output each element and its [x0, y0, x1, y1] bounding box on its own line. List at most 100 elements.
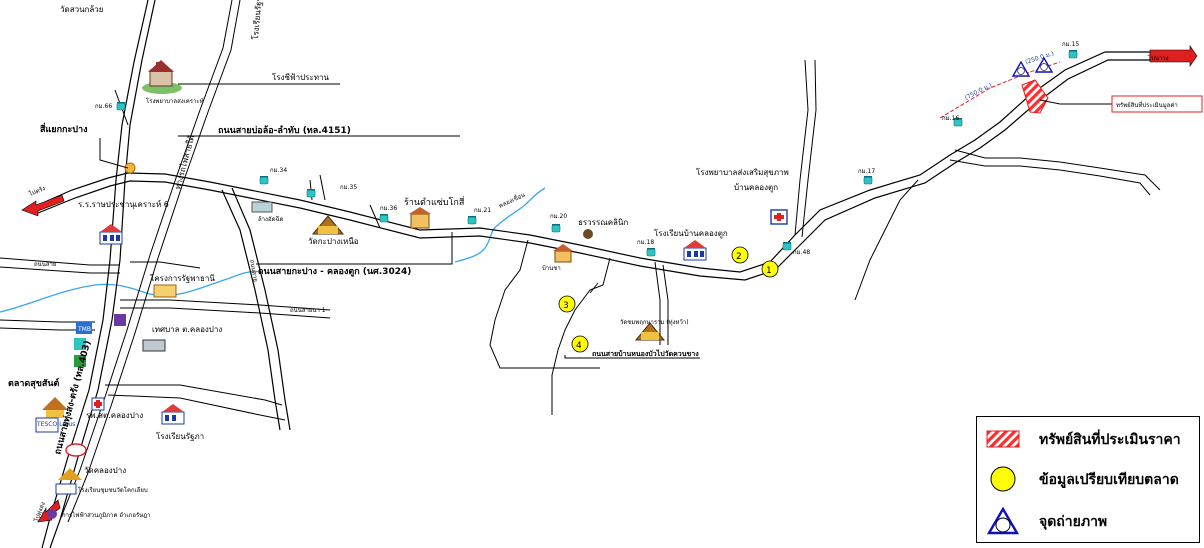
school-icon-bottom2: [55, 483, 77, 495]
svg-text:กม.48: กม.48: [793, 249, 810, 256]
svg-text:ตลาดสุขสันต์: ตลาดสุขสันต์: [8, 377, 60, 389]
legend-item-photo-point: จุดถ่ายภาพ: [977, 503, 1201, 539]
legend-label: ข้อมูลเปรียบเทียบตลาด: [1039, 472, 1179, 488]
tesco-icon: TESCO Lotus: [35, 417, 75, 433]
carwash-icon: [251, 201, 273, 213]
temple-icon-south: [634, 322, 666, 341]
arrow-west: [21, 194, 65, 217]
svg-text:วัดกะปางเหนือ: วัดกะปางเหนือ: [308, 237, 359, 246]
svg-text:กม.15: กม.15: [1062, 41, 1079, 48]
svg-text:TMB: TMB: [77, 326, 91, 333]
legend-label: จุดถ่ายภาพ: [1039, 514, 1108, 530]
hatched-property-icon: [986, 430, 1020, 448]
temple-icon-bottom: [58, 468, 82, 480]
svg-text:ถนนสายบ้านหนองบัวไปวัดควนขาง: ถนนสายบ้านหนองบัวไปวัดควนขาง: [592, 349, 699, 358]
svg-text:กม.18: กม.18: [637, 239, 654, 246]
svg-text:กม.20: กม.20: [550, 213, 567, 220]
svg-text:2: 2: [736, 252, 742, 262]
photo-points: [1011, 56, 1054, 77]
rivers: [0, 187, 546, 313]
svg-text:กม.34: กม.34: [270, 167, 287, 174]
landmarks: TMB TESCO Lotus: [35, 60, 788, 519]
railway: [59, 0, 241, 523]
toyota-icon: [65, 443, 87, 457]
svg-text:ถนนสาย: ถนนสาย: [34, 261, 56, 268]
svg-text:TESCO Lotus: TESCO Lotus: [36, 421, 75, 428]
photo-point-1: [1011, 60, 1031, 77]
svg-text:โรงพยาบาลส่งเสริมสุขภาพ: โรงพยาบาลส่งเสริมสุขภาพ: [696, 167, 789, 177]
legend-item-comparable: ข้อมูลเปรียบเทียบตลาด: [977, 461, 1201, 497]
svg-text:ถนนสายบ่อล้อ-ลำทับ (ทล.4151): ถนนสายบ่อล้อ-ลำทับ (ทล.4151): [218, 125, 351, 136]
svg-text:กม.36: กม.36: [380, 205, 397, 212]
svg-text:ร.ร.ราษประชานุเคราะห์ 6: ร.ร.ราษประชานุเคราะห์ 6: [78, 199, 169, 209]
comparable-4: 4: [571, 335, 589, 353]
svg-text:วัดสวนกล้วย: วัดสวนกล้วย: [60, 5, 103, 14]
svg-text:โรงชีฟ้าประทาน: โรงชีฟ้าประทาน: [272, 72, 330, 82]
svg-text:ล้างอัดฉีด: ล้างอัดฉีด: [258, 215, 284, 223]
river-left: [0, 270, 263, 313]
svg-text:โรงเรียนรัฐภา: โรงเรียนรัฐภา: [156, 431, 204, 441]
svg-text:ร้านตำแซ่บโกสี่: ร้านตำแซ่บโกสี่: [404, 195, 465, 208]
atm-icon: [74, 338, 86, 367]
house-icon: [553, 244, 573, 263]
svg-text:โรงเรียนบ้านคลองตูก: โรงเรียนบ้านคลองตูก: [654, 228, 728, 239]
svg-text:1: 1: [766, 266, 772, 276]
hospital-left-icon: [91, 397, 105, 411]
svg-text:(750.0 ม.): (750.0 ม.): [964, 82, 993, 102]
comparable-1: 1: [761, 260, 779, 278]
svg-text:4: 4: [576, 341, 582, 351]
svg-text:กม.21: กม.21: [474, 207, 491, 214]
svg-text:โรงเรียนชุมชนวัดโคกเลียบ: โรงเรียนชุมชนวัดโคกเลียบ: [78, 486, 148, 494]
school-icon-khlongtuk: [683, 240, 707, 261]
svg-text:บ้านคลองตูก: บ้านคลองตูก: [734, 183, 778, 193]
svg-text:ถนนสายกะปาง - คลองตูก (นศ.3024: ถนนสายกะปาง - คลองตูก (นศ.3024): [258, 266, 411, 277]
photo-point-icon: [986, 507, 1020, 535]
map-legend: ทรัพย์สินที่ประเมินราคา ข้อมูลเปรียบเทีย…: [976, 416, 1200, 543]
gov-project-icon: [153, 284, 177, 298]
svg-text:วัดคลองปาง: วัดคลองปาง: [84, 466, 126, 475]
property-callout-text: ทรัพย์สินที่ประเมินมูลค่า: [1116, 101, 1178, 109]
svg-text:กม.66: กม.66: [95, 103, 112, 110]
photo-point-2: [1034, 56, 1054, 73]
restaurant-icon: [409, 207, 431, 229]
church-icon: [142, 60, 182, 94]
svg-text:ธรวรรณคลินิก: ธรวรรณคลินิก: [578, 218, 628, 227]
svg-text:ไปตรัง: ไปตรัง: [27, 184, 47, 198]
market-icon: [42, 397, 68, 418]
tmb-icon: TMB: [76, 322, 92, 334]
leader-lines: [99, 83, 700, 359]
svg-text:บ้านชา: บ้านชา: [542, 265, 561, 272]
bank-icon: [114, 314, 126, 326]
river-center: [454, 187, 546, 263]
school-icon-bottom: [161, 404, 185, 425]
legend-label: ทรัพย์สินที่ประเมินราคา: [1039, 432, 1181, 448]
comparables: 1 2 3 4: [558, 246, 779, 353]
svg-text:ทางรถไฟสายใต้: ทางรถไฟสายใต้: [173, 134, 196, 190]
svg-text:วัดชมพฤกษาราม (ทุ่งหว้า): วัดชมพฤกษาราม (ทุ่งหว้า): [620, 319, 689, 326]
temple-icon: [311, 215, 345, 235]
svg-text:กม.17: กม.17: [858, 168, 875, 175]
junction-icon: [124, 162, 136, 174]
comparable-3: 3: [558, 295, 576, 313]
arrow-east: [1149, 45, 1198, 67]
svg-text:รพ.สต.คลองปาง: รพ.สต.คลองปาง: [86, 411, 143, 420]
comparable-2: 2: [731, 246, 749, 264]
svg-text:3: 3: [563, 301, 569, 311]
svg-text:โรงเรียนรัฐราษฎร์: โรงเรียนรัฐราษฎร์: [250, 0, 265, 40]
svg-text:ไปนาวง: ไปนาวง: [1147, 54, 1169, 62]
svg-text:โรงพยาบาลสงเคราะห์: โรงพยาบาลสงเคราะห์: [146, 97, 204, 105]
municipality-icon: [142, 339, 166, 352]
subject-property: [1021, 79, 1049, 114]
yellow-circle-icon: [990, 466, 1016, 492]
clinic-icon: [583, 229, 593, 239]
svg-text:เทศบาล ต.คลองปาง: เทศบาล ต.คลองปาง: [152, 325, 222, 334]
svg-text:กม.35: กม.35: [340, 184, 357, 191]
electricity-icon: [47, 509, 57, 519]
school-icon-left: [99, 224, 123, 245]
svg-text:สี่แยกกะปาง: สี่แยกกะปาง: [39, 122, 87, 135]
svg-text:การไฟฟ้าส่วนภูมิภาค อำเภอรัษฎา: การไฟฟ้าส่วนภูมิภาค อำเภอรัษฎา: [62, 511, 151, 519]
svg-text:ถนนสาย: ถนนสาย: [248, 259, 259, 282]
property-callout: [1111, 95, 1203, 113]
legend-item-property: ทรัพย์สินที่ประเมินราคา: [977, 421, 1201, 457]
